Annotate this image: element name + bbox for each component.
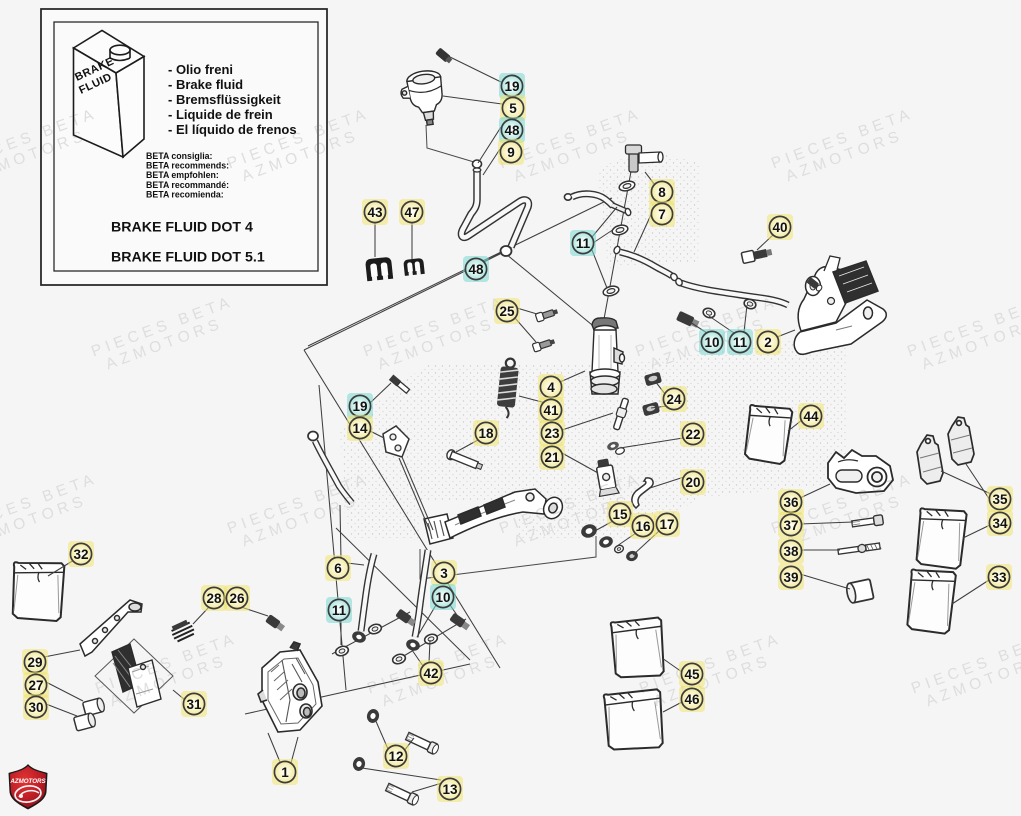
svg-text:17: 17 — [659, 517, 674, 532]
svg-text:48: 48 — [504, 123, 520, 138]
svg-text:11: 11 — [576, 236, 591, 251]
svg-text:BRAKE FLUID DOT 5.1: BRAKE FLUID DOT 5.1 — [111, 250, 265, 266]
svg-text:BETA recommends:: BETA recommends: — [146, 161, 229, 171]
svg-text:AZMOTORS: AZMOTORS — [9, 778, 46, 785]
svg-text:37: 37 — [783, 518, 798, 533]
svg-text:16: 16 — [635, 519, 651, 534]
svg-text:41: 41 — [543, 403, 559, 418]
svg-text:20: 20 — [685, 475, 700, 490]
svg-text:9: 9 — [507, 145, 515, 160]
svg-text:11: 11 — [733, 335, 748, 350]
svg-text:26: 26 — [229, 591, 245, 606]
svg-text:19: 19 — [352, 399, 367, 414]
svg-text:- Bremsflüssigkeit: - Bremsflüssigkeit — [168, 92, 281, 107]
svg-text:24: 24 — [666, 392, 682, 407]
svg-text:14: 14 — [352, 421, 368, 436]
svg-text:35: 35 — [992, 492, 1008, 507]
svg-text:46: 46 — [684, 692, 700, 707]
svg-text:12: 12 — [388, 749, 403, 764]
svg-text:22: 22 — [685, 427, 700, 442]
svg-text:7: 7 — [658, 207, 666, 222]
svg-text:47: 47 — [404, 205, 419, 220]
svg-text:10: 10 — [435, 590, 450, 605]
svg-text:- Brake fluid: - Brake fluid — [168, 77, 243, 92]
svg-text:29: 29 — [27, 655, 42, 670]
svg-text:- Olio freni: - Olio freni — [168, 62, 233, 77]
svg-text:BETA empfohlen:: BETA empfohlen: — [146, 170, 219, 180]
svg-text:39: 39 — [783, 570, 798, 585]
svg-text:32: 32 — [73, 547, 88, 562]
svg-text:31: 31 — [186, 697, 202, 712]
svg-text:- Liquide de frein: - Liquide de frein — [168, 107, 273, 122]
svg-text:6: 6 — [334, 561, 342, 576]
svg-text:BRAKE FLUID DOT 4: BRAKE FLUID DOT 4 — [111, 220, 253, 236]
svg-text:15: 15 — [612, 507, 628, 522]
svg-text:4: 4 — [547, 380, 555, 395]
svg-text:23: 23 — [544, 426, 560, 441]
svg-text:BETA consiglia:: BETA consiglia: — [146, 151, 213, 161]
svg-text:BETA recommandé:: BETA recommandé: — [146, 180, 229, 190]
svg-text:48: 48 — [468, 262, 484, 277]
svg-text:1: 1 — [281, 765, 289, 780]
svg-text:21: 21 — [544, 450, 560, 465]
svg-text:30: 30 — [28, 700, 43, 715]
svg-text:8: 8 — [658, 185, 666, 200]
svg-text:10: 10 — [704, 335, 719, 350]
svg-text:33: 33 — [991, 570, 1007, 585]
svg-text:34: 34 — [992, 516, 1008, 531]
svg-text:27: 27 — [28, 678, 43, 693]
svg-text:42: 42 — [423, 666, 438, 681]
svg-text:36: 36 — [783, 495, 799, 510]
svg-text:11: 11 — [332, 603, 347, 618]
svg-text:13: 13 — [442, 782, 458, 797]
svg-text:5: 5 — [509, 101, 517, 116]
svg-text:2: 2 — [764, 335, 772, 350]
svg-text:40: 40 — [772, 220, 787, 235]
svg-text:BETA recomienda:: BETA recomienda: — [146, 189, 224, 199]
svg-text:25: 25 — [499, 304, 515, 319]
svg-text:45: 45 — [684, 667, 700, 682]
svg-text:28: 28 — [206, 591, 222, 606]
svg-text:44: 44 — [803, 409, 819, 424]
svg-text:43: 43 — [367, 205, 383, 220]
svg-text:- El líquido de frenos: - El líquido de frenos — [168, 122, 297, 137]
svg-text:3: 3 — [440, 566, 448, 581]
svg-text:38: 38 — [783, 544, 799, 559]
svg-text:19: 19 — [504, 79, 519, 94]
svg-text:18: 18 — [478, 426, 494, 441]
